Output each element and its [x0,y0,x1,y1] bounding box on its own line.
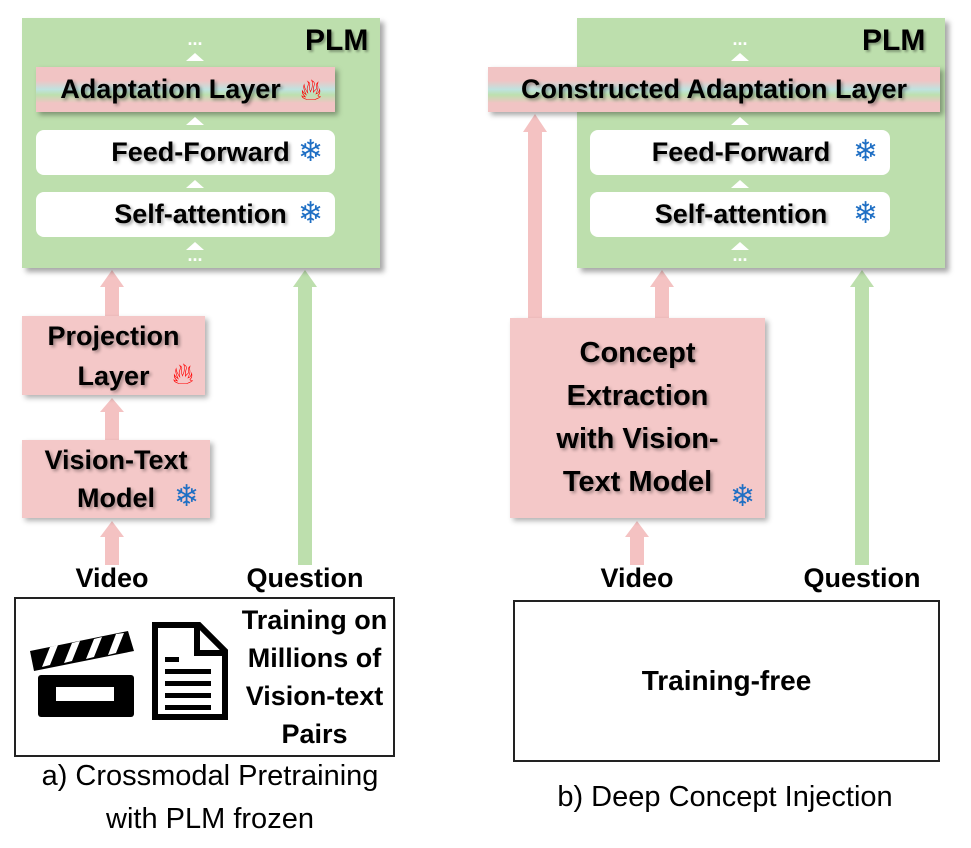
caption-b: b) Deep Concept Injection [557,781,893,813]
layer-label: Self-attention [114,199,287,229]
training-text: Training on Millions of Vision-text Pair… [241,605,388,749]
feed-forward-layer: Feed-Forward [36,130,335,175]
input-question-label: Question [246,563,364,593]
document-icon [152,622,228,720]
layer-label: Feed-Forward [651,137,831,167]
arrow-concept-to-constructed [523,114,547,318]
self-attention-layer: Self-attention [36,192,335,237]
arrow-video-left [100,521,124,565]
plm-label: PLM [305,24,369,57]
training-free-box: Training-free [513,600,940,762]
ellipsis: ... [187,29,203,49]
layer-label: Feed-Forward [111,137,290,167]
ellipsis: ... [732,245,748,265]
layer-label: Constructed Adaptation Layer [520,74,908,104]
snowflake-icon: ❄ [853,197,879,230]
training-free-text: Training-free [641,665,812,696]
clapperboard-icon [30,631,134,717]
feed-forward-layer: Feed-Forward [590,130,890,175]
up-arrow [731,180,749,188]
fire-icon: 🔥︎ [300,74,323,107]
caption-a-line2: with PLM frozen [106,803,314,835]
constructed-adaptation-layer: Constructed Adaptation Layer [488,67,940,112]
self-attention-layer: Self-attention [590,192,890,237]
up-arrow [731,242,749,250]
plm-label: PLM [862,24,926,57]
input-question-label: Question [803,563,921,593]
input-video-label: Video [600,563,674,593]
layer-label: Self-attention [654,199,828,229]
vision-text-label: Vision-Text Model [44,445,188,513]
up-arrow [731,53,749,61]
snowflake-icon: ❄ [853,135,879,168]
training-box: Training on Millions of Vision-text Pair… [14,597,395,757]
input-video-label: Video [75,563,149,593]
layer-label: Adaptation Layer [60,74,281,104]
ellipsis: ... [732,29,748,49]
up-arrow [731,117,749,125]
projection-label: Projection Layer [47,320,180,391]
arrow-concept-to-plm [650,270,674,318]
arrow-projection-to-plm [100,270,124,317]
adaptation-layer: Adaptation Layer [36,67,335,112]
arrow-question-right [850,270,874,565]
arrow-video-right [625,521,649,565]
arrow-question-left [293,270,317,565]
up-arrow [186,180,204,188]
up-arrow [186,242,204,250]
arrow-vision-to-projection [100,398,124,440]
up-arrow [186,117,204,125]
concept-extraction-block: Concept Extraction with Vision-Text Mode… [510,318,765,518]
snowflake-icon: ❄ [298,197,324,230]
concept-label: Concept Extraction with Vision-Text Mode… [556,337,719,498]
snowflake-icon: ❄ [174,480,200,513]
vision-text-model: Vision-Text Model [22,440,210,518]
ellipsis: ... [187,245,203,265]
caption-a-line1: a) Crossmodal Pretraining [41,760,379,792]
projection-layer: Projection Layer [22,316,205,395]
fire-icon: 🔥︎ [172,358,195,391]
snowflake-icon: ❄ [730,480,756,513]
snowflake-icon: ❄ [298,135,324,168]
up-arrow [186,53,204,61]
